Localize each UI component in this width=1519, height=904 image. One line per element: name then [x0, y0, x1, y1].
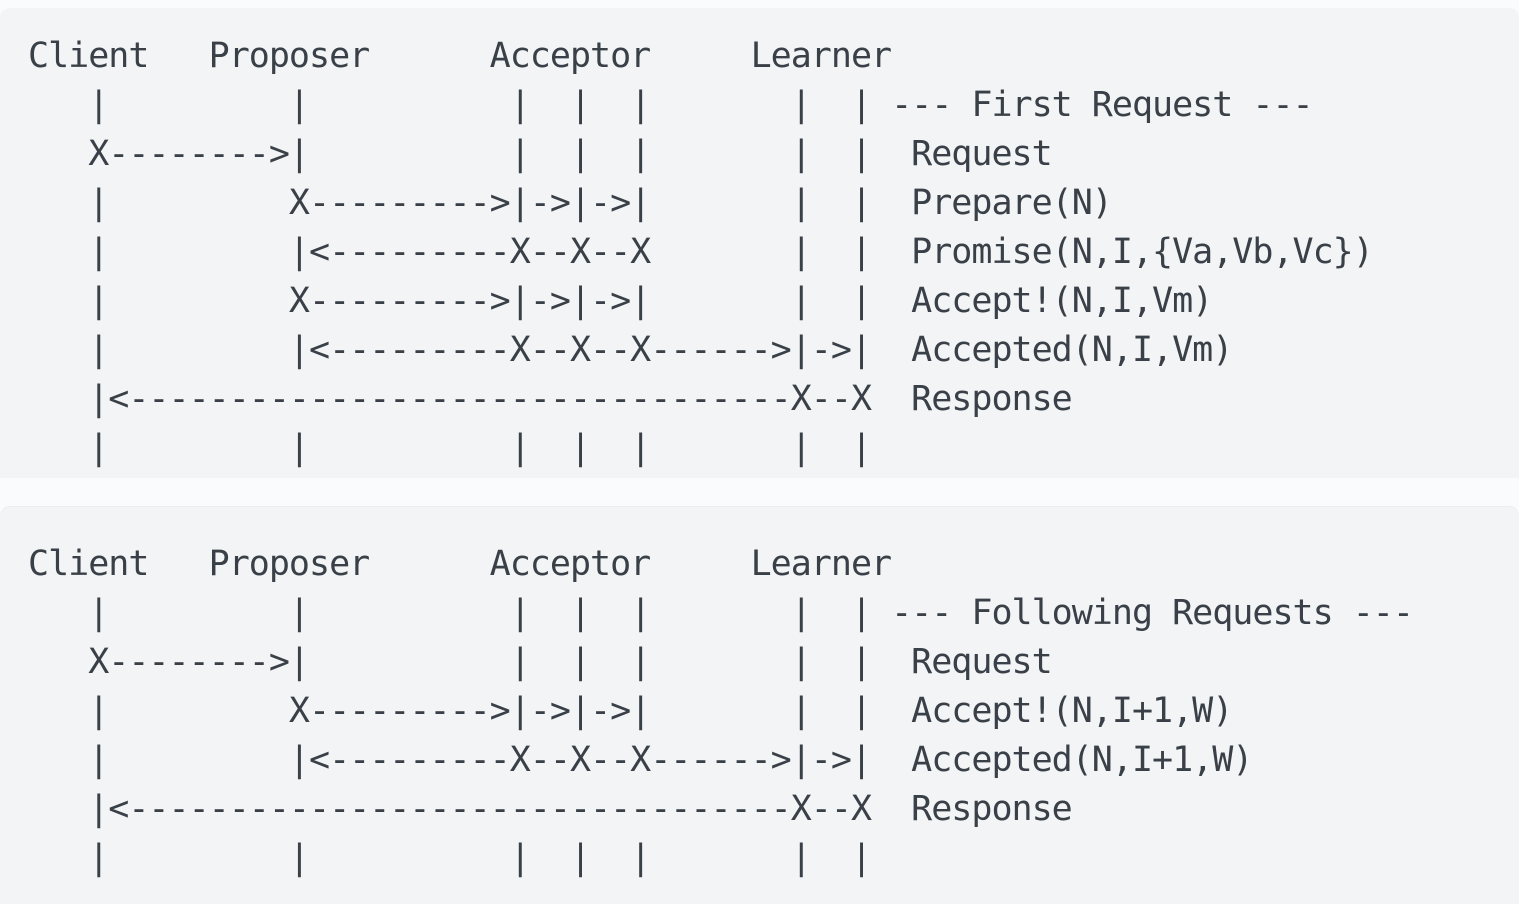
first-request-panel: Client Proposer Acceptor Learner | | | |… — [0, 8, 1519, 478]
following-requests-ascii-diagram: Client Proposer Acceptor Learner | | | |… — [28, 544, 1414, 878]
following-requests-panel: Client Proposer Acceptor Learner | | | |… — [0, 506, 1519, 904]
first-request-ascii-diagram: Client Proposer Acceptor Learner | | | |… — [28, 36, 1374, 468]
